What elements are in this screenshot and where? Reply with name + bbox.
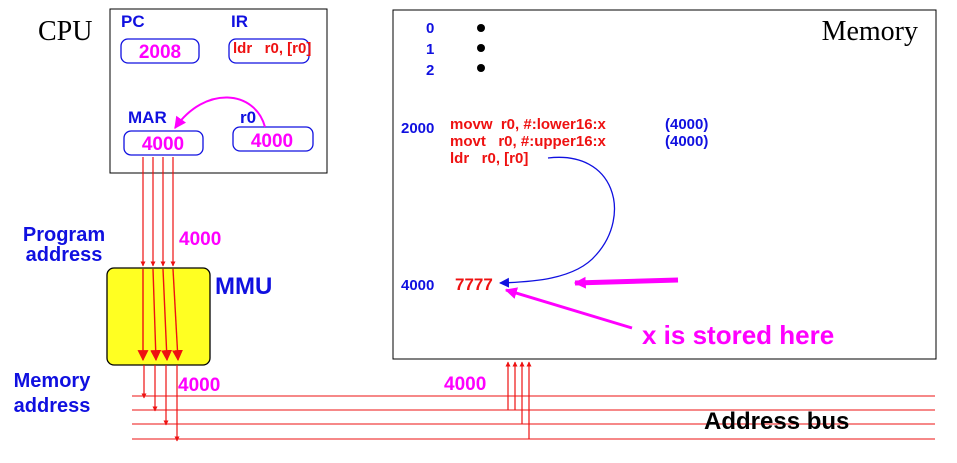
pc-value: 2008 <box>139 42 181 63</box>
program-address-value: 4000 <box>179 229 221 250</box>
bus-value: 4000 <box>444 374 486 395</box>
program-address-label-line2: address <box>26 244 103 266</box>
r0-label: r0 <box>240 108 256 127</box>
program-address-label-line1: Program <box>23 224 105 246</box>
mar-register <box>123 130 204 156</box>
code-line-2: movt r0, #:upper16:x <box>450 133 607 150</box>
memory-address-1: 1 <box>426 41 434 58</box>
annotation-text: x is stored here <box>642 320 834 350</box>
data-address: 4000 <box>401 277 434 294</box>
mmu-box <box>106 267 211 366</box>
r0-to-mar-arrow <box>174 96 266 129</box>
highlight-arrow <box>573 276 679 289</box>
pc-register <box>120 38 200 64</box>
cpu-title: CPU <box>38 16 92 47</box>
pc-label: PC <box>121 12 145 31</box>
cpu-box <box>109 8 328 174</box>
memory-title: Memory <box>822 16 918 47</box>
memory-low-addresses: 0 1 2 <box>426 20 485 79</box>
address-bus-lines <box>132 395 935 440</box>
code-line-1-note: (4000) <box>665 116 708 133</box>
memory-address-2: 2 <box>426 62 434 79</box>
ellipsis-dot-icon <box>477 24 485 32</box>
ellipsis-dot-icon <box>477 44 485 52</box>
code-line-3: ldr r0, [r0] <box>450 150 528 167</box>
mmu-translation-arrows <box>137 268 183 362</box>
memory-address-label-line1: Memory <box>14 370 92 392</box>
ir-register <box>228 38 310 64</box>
mar-value: 4000 <box>142 134 184 155</box>
ir-label: IR <box>231 12 248 31</box>
memory-address-0: 0 <box>426 20 434 37</box>
mmu-label: MMU <box>215 273 272 300</box>
program-address-lines <box>140 157 176 267</box>
bus-to-memory-arrows <box>505 361 532 439</box>
memory-address-label-line2: address <box>14 395 91 417</box>
code-line-1: movw r0, #:lower16:x <box>450 116 607 133</box>
load-pointer-arrow <box>499 156 616 288</box>
code-line-2-note: (4000) <box>665 133 708 150</box>
memory-address-value: 4000 <box>178 375 220 396</box>
annotation-arrow <box>504 287 633 330</box>
memory-box <box>392 9 937 360</box>
ellipsis-dot-icon <box>477 64 485 72</box>
code-address: 2000 <box>401 120 434 137</box>
mar-label: MAR <box>128 108 167 127</box>
memory-address-lines <box>141 365 180 442</box>
r0-register <box>232 126 314 152</box>
r0-value: 4000 <box>251 131 293 152</box>
data-value: 7777 <box>455 275 493 294</box>
address-bus-label: Address bus <box>704 408 849 435</box>
ir-value: ldr r0, [r0] <box>233 40 311 57</box>
